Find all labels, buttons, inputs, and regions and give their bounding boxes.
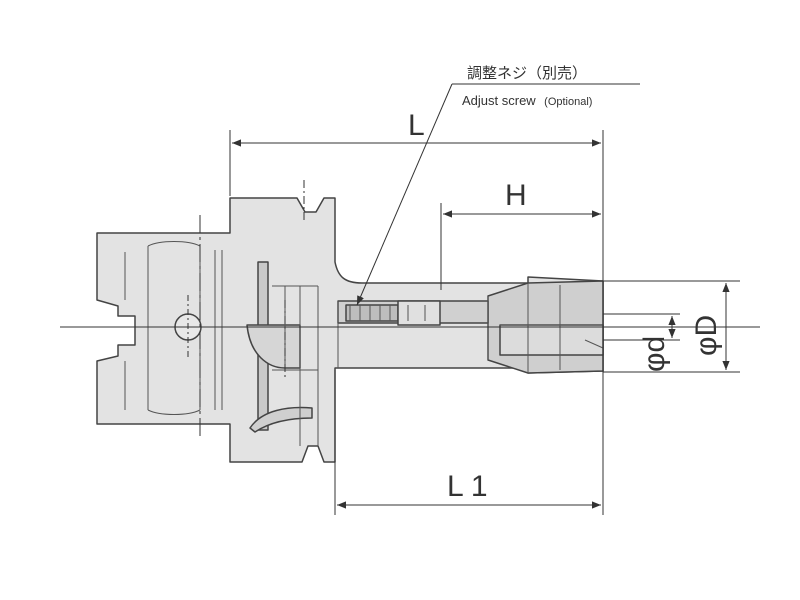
dim-L-label: L bbox=[408, 109, 425, 142]
dim-L1-label: L 1 bbox=[447, 470, 488, 503]
adjust-screw-head bbox=[397, 300, 441, 326]
callout-en: Adjust screw (Optional) bbox=[462, 92, 592, 109]
dimension-lines bbox=[229, 83, 740, 515]
collet-bore bbox=[499, 324, 604, 356]
tool-holder-body bbox=[96, 197, 604, 463]
center-lines bbox=[60, 180, 760, 436]
callout-leader bbox=[356, 83, 453, 306]
dim-phid-label: φd bbox=[638, 336, 671, 372]
dim-H-label: H bbox=[505, 179, 527, 212]
callout-jp: 調整ネジ（別売） bbox=[467, 65, 587, 82]
drive-slot bbox=[249, 406, 313, 433]
coolant-cavity bbox=[246, 324, 301, 369]
dim-phiD-label: φD bbox=[690, 315, 723, 356]
